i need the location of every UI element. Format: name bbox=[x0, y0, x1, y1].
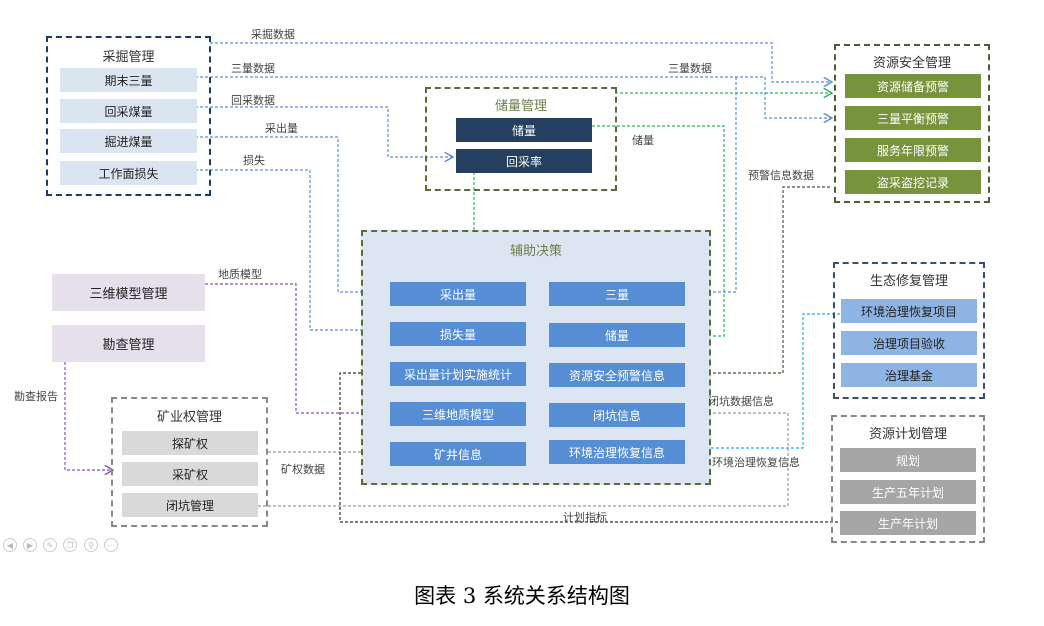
safety-item[interactable]: 服务年限预警 bbox=[845, 138, 981, 162]
group-decision-title: 辅助决策 bbox=[509, 244, 562, 259]
mineright-item[interactable]: 探矿权 bbox=[122, 431, 258, 455]
group-mining: 采掘管理 期末三量 回采煤量 掘进煤量 工作面损失 bbox=[46, 36, 211, 196]
mining-item[interactable]: 工作面损失 bbox=[60, 161, 197, 185]
decision-right-item[interactable]: 三量 bbox=[549, 282, 685, 306]
mining-item[interactable]: 期末三量 bbox=[60, 68, 197, 92]
label-jihua-zhibiao: 计划指标 bbox=[563, 511, 607, 524]
eco-item[interactable]: 治理基金 bbox=[841, 363, 977, 387]
group-reserve-title: 储量管理 bbox=[494, 99, 547, 114]
decision-right-item[interactable]: 资源安全预警信息 bbox=[549, 363, 685, 387]
label-huicai-data: 回采数据 bbox=[231, 94, 275, 107]
group-plan-title: 资源计划管理 bbox=[868, 427, 947, 442]
plan-item[interactable]: 生产五年计划 bbox=[840, 480, 976, 504]
label-dizhi-model: 地质模型 bbox=[218, 268, 262, 281]
label-caichu: 采出量 bbox=[265, 122, 298, 135]
connector-huicai-data bbox=[195, 106, 453, 157]
decision-left-item[interactable]: 损失量 bbox=[390, 322, 526, 346]
decision-left-item[interactable]: 采出量 bbox=[390, 282, 526, 306]
connector-chuliang bbox=[592, 125, 725, 336]
connector-kancha bbox=[64, 362, 113, 470]
connector-yujing bbox=[690, 186, 830, 373]
group-decision: 辅助决策 采出量 损失量 采出量计划实施统计 三维地质模型 矿井信息 三量 储量… bbox=[361, 230, 711, 485]
label-sanliang-data-left: 三量数据 bbox=[231, 62, 275, 75]
group-mineright-title: 矿业权管理 bbox=[156, 410, 222, 425]
pen-icon[interactable]: ✎ bbox=[43, 538, 57, 552]
connector-sunshi bbox=[195, 169, 386, 330]
eco-item[interactable]: 环境治理恢复项目 bbox=[841, 299, 977, 323]
group-reserve: 储量管理 储量 回采率 bbox=[425, 87, 617, 191]
connector-sanliang-data bbox=[195, 76, 832, 118]
label-bikeng-data: 闭坑数据信息 bbox=[708, 395, 774, 408]
group-safety-title: 资源安全管理 bbox=[872, 56, 951, 71]
mineright-item[interactable]: 闭坑管理 bbox=[122, 493, 258, 517]
decision-right-item[interactable]: 闭坑信息 bbox=[549, 403, 685, 427]
label-caijue-data: 采掘数据 bbox=[251, 28, 295, 41]
label-sanliang-data-right: 三量数据 bbox=[668, 62, 712, 75]
eco-item[interactable]: 治理项目验收 bbox=[841, 331, 977, 355]
connector-dizhi bbox=[205, 283, 386, 413]
figure-caption: 图表 3 系统关系结构图 bbox=[414, 584, 630, 608]
copy-icon[interactable]: ❐ bbox=[63, 538, 77, 552]
label-kancha-report: 勘查报告 bbox=[14, 390, 58, 403]
decision-left-item[interactable]: 采出量计划实施统计 bbox=[390, 362, 526, 386]
label-huanjing-info: 环境治理恢复信息 bbox=[712, 456, 800, 469]
decision-left-item[interactable]: 三维地质模型 bbox=[390, 402, 526, 426]
connector-bikeng bbox=[258, 413, 789, 507]
connector-caijue-data bbox=[210, 42, 832, 82]
plan-item[interactable]: 生产年计划 bbox=[840, 511, 976, 535]
model3d-box[interactable]: 三维模型管理 bbox=[52, 274, 205, 311]
zoom-icon[interactable]: ⚲ bbox=[84, 538, 98, 552]
label-yujing-data: 预警信息数据 bbox=[748, 169, 814, 182]
mineright-item[interactable]: 采矿权 bbox=[122, 462, 258, 486]
label-sunshi: 损失 bbox=[243, 154, 265, 167]
survey-box[interactable]: 勘查管理 bbox=[52, 325, 205, 362]
safety-item[interactable]: 资源储备预警 bbox=[845, 74, 981, 98]
group-safety: 资源安全管理 资源储备预警 三量平衡预警 服务年限预警 盗采盗挖记录 bbox=[834, 44, 990, 203]
group-eco: 生态修复管理 环境治理恢复项目 治理项目验收 治理基金 bbox=[833, 262, 985, 399]
label-kuangquan-data: 矿权数据 bbox=[281, 463, 325, 476]
decision-left-item[interactable]: 矿井信息 bbox=[390, 442, 526, 466]
prev-icon[interactable]: ◀ bbox=[3, 538, 17, 552]
group-mining-title: 采掘管理 bbox=[102, 50, 155, 65]
safety-item[interactable]: 盗采盗挖记录 bbox=[845, 170, 981, 194]
label-chuliang: 储量 bbox=[632, 134, 654, 147]
mining-item[interactable]: 回采煤量 bbox=[60, 99, 197, 123]
next-icon[interactable]: ▶ bbox=[23, 538, 37, 552]
group-mineright: 矿业权管理 探矿权 采矿权 闭坑管理 bbox=[111, 397, 268, 527]
reserve-item[interactable]: 储量 bbox=[456, 118, 592, 142]
group-plan: 资源计划管理 规划 生产五年计划 生产年计划 bbox=[831, 415, 985, 543]
group-eco-title: 生态修复管理 bbox=[869, 274, 948, 289]
mining-item[interactable]: 掘进煤量 bbox=[60, 129, 197, 153]
decision-right-item[interactable]: 储量 bbox=[549, 323, 685, 347]
more-icon[interactable]: ⋯ bbox=[104, 538, 118, 552]
safety-item[interactable]: 三量平衡预警 bbox=[845, 106, 981, 130]
connector-eco bbox=[690, 313, 840, 448]
reserve-item[interactable]: 回采率 bbox=[456, 149, 592, 173]
decision-right-item[interactable]: 环境治理恢复信息 bbox=[549, 440, 685, 464]
plan-item[interactable]: 规划 bbox=[840, 448, 976, 472]
